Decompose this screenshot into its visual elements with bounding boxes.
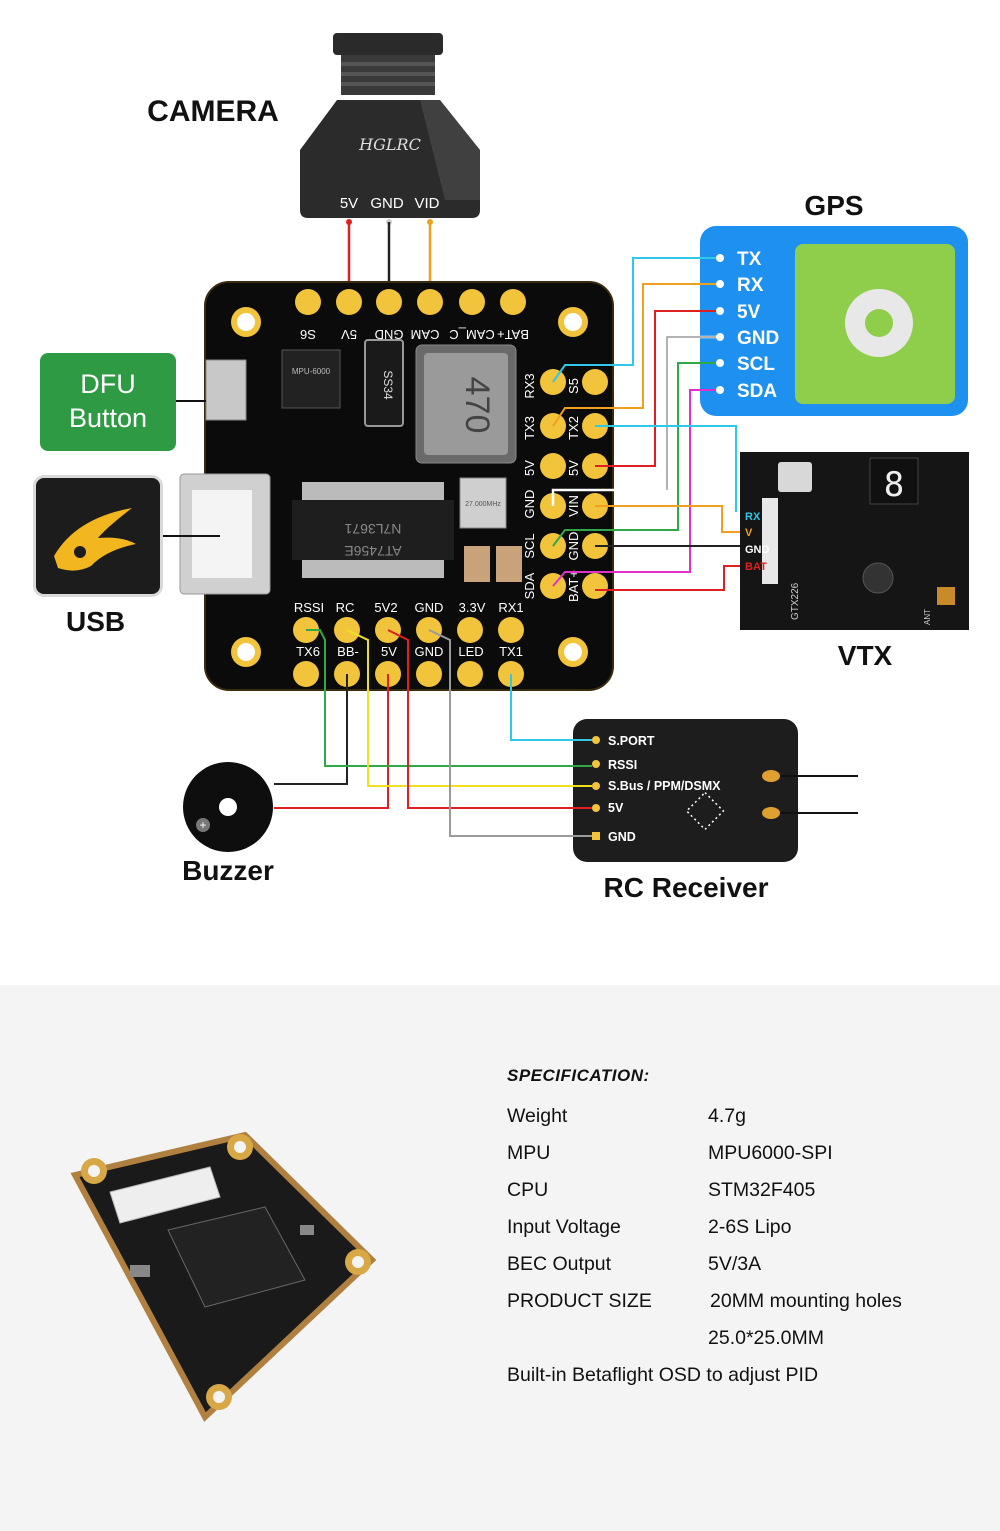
flight-controller-board: MPU-6000 SS34 470 N7L3671 AT7456E 27.000…: [179, 281, 614, 691]
pad-5v-a: 5V: [522, 460, 537, 476]
pad-top-bat: BAT+: [497, 327, 529, 342]
pad-gnd-c: GND: [415, 600, 444, 615]
osd-chip-label: AT7456E: [344, 543, 401, 559]
camera-module: HGLRC 5V GND VID: [300, 33, 480, 225]
gps-pin-scl: SCL: [737, 354, 775, 375]
gps-module: TX RX 5V GND SCL SDA: [700, 226, 968, 416]
spec-value-mpu: MPU6000-SPI: [708, 1142, 833, 1164]
pad-s5: S5: [566, 378, 581, 394]
pad-top-5v: 5V: [341, 327, 357, 342]
pad-5v-c: 5V: [381, 644, 397, 659]
vtx-ant-label: ANT: [923, 609, 932, 625]
buzzer: +: [183, 762, 273, 852]
vtx-display: 8: [884, 465, 904, 505]
spec-label-mpu: MPU: [507, 1142, 551, 1164]
gps-pin-rx: RX: [737, 275, 764, 296]
usb-title: USB: [66, 606, 126, 637]
vtx-module: 8 GTX226 ANT RX V GND BAT: [740, 452, 969, 630]
gps-title: GPS: [804, 190, 863, 221]
spec-label-product-size: PRODUCT SIZE: [507, 1290, 652, 1312]
gps-pin-sda: SDA: [737, 381, 777, 402]
camera-title: CAMERA: [147, 95, 279, 128]
spec-label-cpu: CPU: [507, 1179, 549, 1201]
vtx-pin-v: V: [745, 527, 753, 539]
vtx-title: VTX: [838, 640, 893, 671]
hornet-logo-icon: [54, 508, 136, 571]
pad-rc: RC: [336, 600, 355, 615]
dfu-line1: DFU: [80, 369, 136, 399]
inductor-label: 470: [458, 377, 496, 434]
pad-scl: SCL: [522, 533, 537, 558]
osd-chip-code: N7L3671: [344, 521, 401, 537]
spec-section: SPECIFICATION: Weight 4.7g MPU MPU6000-S…: [0, 985, 1000, 1531]
gps-pin-5v: 5V: [737, 302, 761, 323]
pad-gnd-b: GND: [566, 532, 581, 561]
rx-pin-gnd: GND: [608, 830, 636, 844]
spec-value-cpu: STM32F405: [708, 1179, 816, 1201]
wiring-svg: HGLRC 5V GND VID CAMERA: [147, 33, 969, 903]
gps-pin-tx: TX: [737, 249, 762, 270]
spec-value-size-extra: 25.0*25.0MM: [708, 1327, 824, 1349]
pad-tx3: TX3: [522, 416, 537, 440]
pad-3v3: 3.3V: [459, 600, 486, 615]
wiring-diagram: HGLRC 5V GND VID CAMERA: [36, 33, 969, 903]
spec-title: SPECIFICATION:: [507, 1066, 650, 1085]
vtx-pin-gnd: GND: [745, 544, 770, 556]
spec-label-input-voltage: Input Voltage: [507, 1216, 621, 1238]
receiver-title: RC Receiver: [604, 872, 769, 903]
pad-gnd-a: GND: [522, 490, 537, 519]
camera-brand: HGLRC: [358, 135, 421, 154]
spec-value-weight: 4.7g: [708, 1105, 746, 1127]
camera-pin-vid: VID: [414, 195, 439, 212]
pad-vin: VIN: [566, 495, 581, 517]
buzzer-plus-icon: +: [199, 818, 206, 832]
dfu-line2: Button: [68, 403, 148, 433]
rx-pin-5v: 5V: [608, 801, 624, 815]
spec-value-product-size: 20MM mounting holes: [710, 1290, 902, 1312]
crystal-label: 27.000MHz: [465, 501, 501, 508]
pad-gnd-d: GND: [415, 644, 444, 659]
rx-pin-rssi: RSSI: [608, 758, 637, 772]
vtx-pin-rx: RX: [745, 511, 761, 523]
pad-rx1: RX1: [498, 600, 523, 615]
camera-pin-5v: 5V: [340, 195, 358, 212]
pad-bb: BB-: [337, 644, 359, 659]
pad-5v2: 5V2: [374, 600, 397, 615]
pad-sda: SDA: [522, 572, 537, 599]
pad-tx2: TX2: [566, 416, 581, 440]
camera-pin-gnd: GND: [370, 195, 404, 212]
product-photo: [70, 1131, 377, 1422]
dfu-button-label: DFU Button: [40, 353, 176, 451]
buzzer-title: Buzzer: [182, 855, 274, 886]
usb-logo-box: [36, 478, 160, 594]
diode-label: SS34: [381, 370, 395, 400]
pad-top-camc: CAM_C: [449, 327, 495, 342]
gps-pin-gnd: GND: [737, 328, 779, 349]
pad-rssi: RSSI: [294, 600, 324, 615]
pad-5v-b: 5V: [566, 460, 581, 476]
spec-value-input-voltage: 2-6S Lipo: [708, 1216, 792, 1238]
pad-bat-b: BAT+: [566, 570, 581, 602]
pad-tx6: TX6: [296, 644, 320, 659]
vtx-model: GTX226: [790, 582, 801, 620]
spec-footer: Built-in Betaflight OSD to adjust PID: [507, 1364, 819, 1386]
spec-label-bec-output: BEC Output: [507, 1253, 612, 1275]
spec-value-bec-output: 5V/3A: [708, 1253, 762, 1275]
mpu-label: MPU-6000: [292, 367, 331, 376]
rx-pin-sbus: S.Bus / PPM/DSMX: [608, 779, 721, 793]
pad-top-gnd: GND: [375, 327, 404, 342]
vtx-pin-bat: BAT: [745, 561, 767, 573]
pad-tx1: TX1: [499, 644, 523, 659]
pad-led: LED: [458, 644, 483, 659]
pad-top-s6: S6: [300, 327, 316, 342]
rc-receiver: S.PORT RSSI S.Bus / PPM/DSMX 5V GND: [573, 719, 858, 862]
rx-pin-sport: S.PORT: [608, 734, 655, 748]
pad-rx3: RX3: [522, 373, 537, 398]
spec-label-weight: Weight: [507, 1105, 568, 1127]
pad-top-cam: CAM: [411, 327, 440, 342]
